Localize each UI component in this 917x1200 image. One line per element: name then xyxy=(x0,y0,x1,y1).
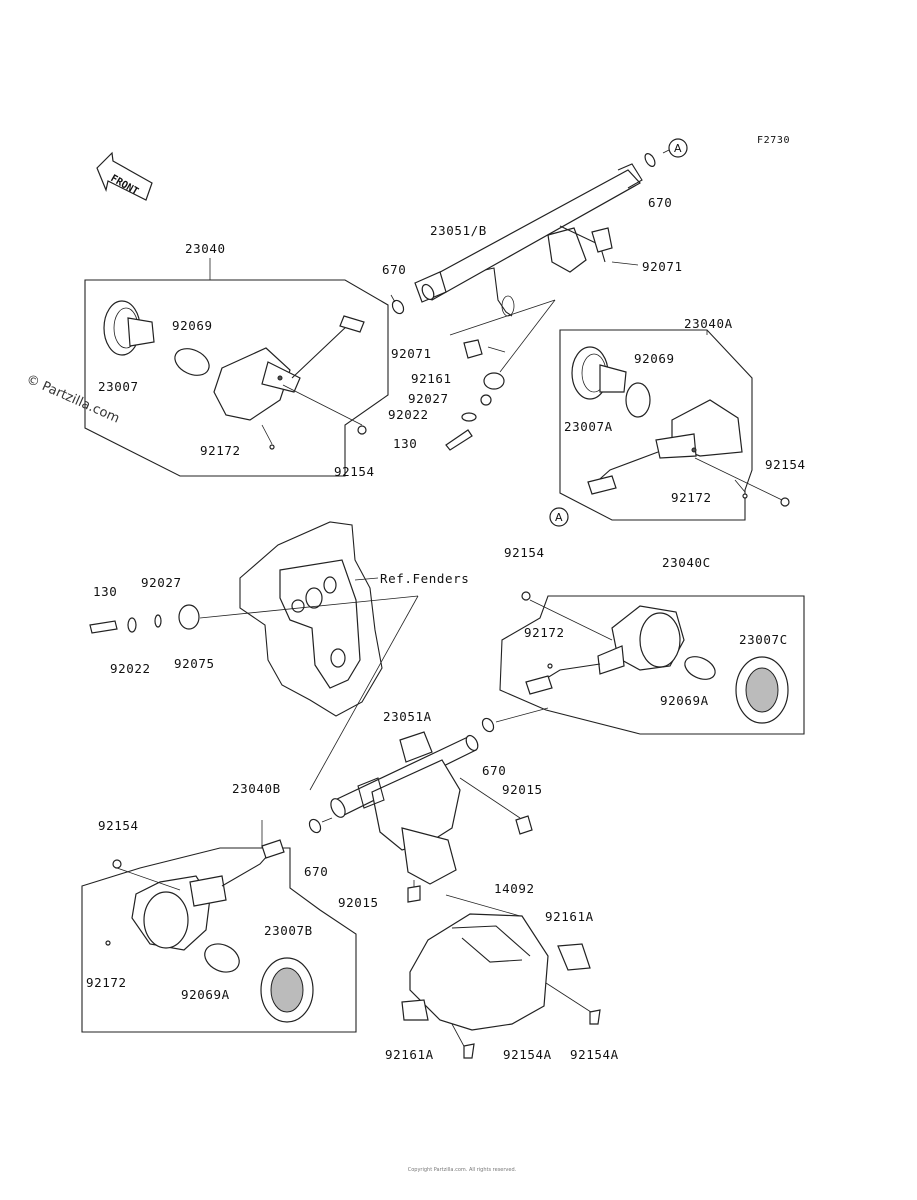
label-92172-a: 92172 xyxy=(671,490,712,505)
label-92154-b: 92154 xyxy=(98,818,139,833)
label-670-b: 670 xyxy=(304,864,329,879)
mount-bar-23051b xyxy=(414,153,656,317)
label-92022: 92022 xyxy=(388,407,429,422)
label-92172-c: 92172 xyxy=(524,625,565,640)
label-92071-right: 92071 xyxy=(642,259,683,274)
label-92069-a: 92069 xyxy=(634,351,675,366)
signal-light-23040b xyxy=(131,839,314,1023)
mount-bar-23051a xyxy=(330,731,479,885)
label-670-c: 670 xyxy=(482,763,507,778)
front-arrow-icon: FRONT xyxy=(96,151,153,201)
label-92022-mid: 92022 xyxy=(110,661,151,676)
signal-light-23040c xyxy=(525,605,789,724)
fender-plate xyxy=(239,521,383,717)
label-92069a-b: 92069A xyxy=(181,987,230,1002)
label-130: 130 xyxy=(393,436,418,451)
label-14092: 14092 xyxy=(494,881,535,896)
label-92069: 92069 xyxy=(172,318,213,333)
callout-a-right: A xyxy=(549,507,569,527)
label-92161a-l: 92161A xyxy=(385,1047,434,1062)
label-92154a-r: 92154A xyxy=(570,1047,619,1062)
label-92172-top: 92172 xyxy=(200,443,241,458)
label-92154-a: 92154 xyxy=(765,457,806,472)
label-23007: 23007 xyxy=(98,379,139,394)
hardware-stack-left xyxy=(89,604,200,634)
cover-14092 xyxy=(401,913,591,1031)
label-92027: 92027 xyxy=(408,391,449,406)
label-23040: 23040 xyxy=(185,241,226,256)
label-92154-top: 92154 xyxy=(334,464,375,479)
label-23040b: 23040B xyxy=(232,781,281,796)
grommet-stack-top xyxy=(445,299,556,451)
callout-a-top: A xyxy=(662,138,688,158)
label-92172-b: 92172 xyxy=(86,975,127,990)
label-92154-c: 92154 xyxy=(504,545,545,560)
label-23051a: 23051A xyxy=(383,709,432,724)
label-23051b: 23051/B xyxy=(430,223,487,238)
label-23007b: 23007B xyxy=(264,923,313,938)
label-92161a-r: 92161A xyxy=(545,909,594,924)
signal-light-23040a xyxy=(571,346,743,495)
label-92015-r: 92015 xyxy=(502,782,543,797)
label-23040c: 23040C xyxy=(662,555,711,570)
label-670-top: 670 xyxy=(648,195,673,210)
label-670-left: 670 xyxy=(382,262,407,277)
callout-a-right-text: A xyxy=(555,511,563,524)
signal-light-23040 xyxy=(103,300,365,421)
figure-code: F2730 xyxy=(757,135,791,146)
label-92075: 92075 xyxy=(174,656,215,671)
label-92069a-c: 92069A xyxy=(660,693,709,708)
footer-copyright: Copyright Partzilla.com. All rights rese… xyxy=(407,1167,517,1173)
label-92161: 92161 xyxy=(411,371,452,386)
label-92027-mid: 92027 xyxy=(141,575,182,590)
ref-fenders-label: Ref.Fenders xyxy=(380,571,470,586)
callout-a-top-text: A xyxy=(674,142,682,155)
label-23040a: 23040A xyxy=(684,316,733,331)
label-92015-l: 92015 xyxy=(338,895,379,910)
label-130-mid: 130 xyxy=(93,584,118,599)
label-23007a: 23007A xyxy=(564,419,613,434)
label-92154a-l: 92154A xyxy=(503,1047,552,1062)
label-23007c: 23007C xyxy=(739,632,788,647)
label-92071-left: 92071 xyxy=(391,346,432,361)
